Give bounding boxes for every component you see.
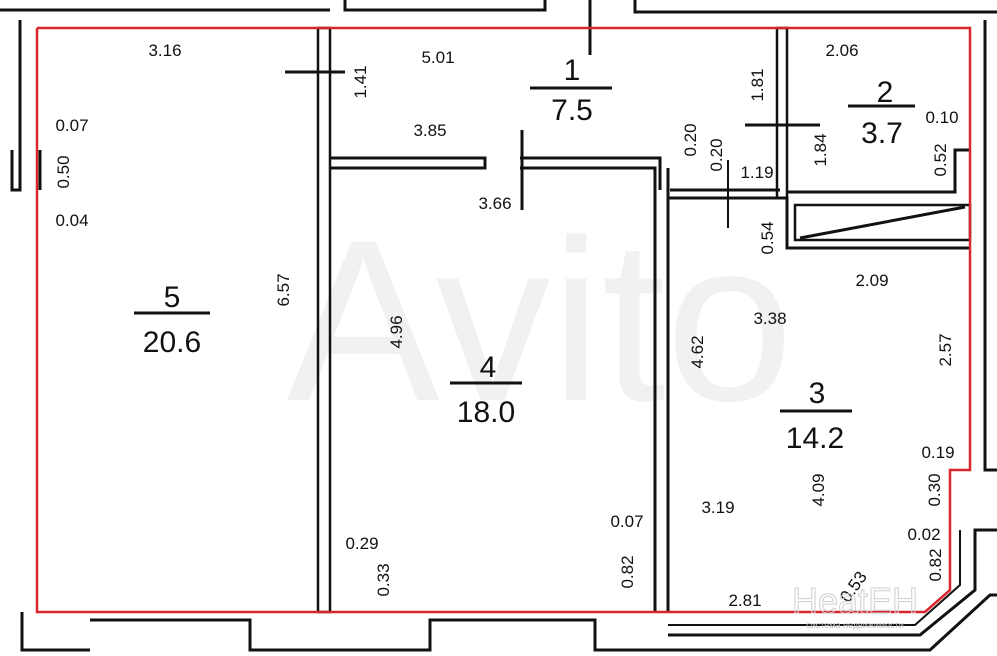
dimension: 0.20 [707, 138, 726, 171]
room-3: 3 14.2 [780, 377, 852, 455]
dimension: 0.82 [926, 548, 945, 581]
dimension-labels: 3.16 5.01 3.85 3.66 2.06 0.10 1.19 2.09 … [54, 41, 959, 610]
dimension: 2.57 [936, 333, 955, 366]
room-number: 2 [877, 76, 894, 109]
room-4: 4 18.0 [450, 351, 522, 429]
dimension: 4.09 [809, 473, 828, 506]
dimension: 0.02 [907, 525, 940, 544]
room-number: 5 [164, 281, 181, 314]
dimension: 0.50 [54, 155, 73, 188]
watermark-avito: Avito [286, 192, 793, 449]
dimension: 3.16 [148, 41, 181, 60]
room-area: 14.2 [786, 422, 844, 455]
dimension: 0.07 [55, 116, 88, 135]
room-area: 20.6 [143, 326, 201, 359]
dimension: 0.20 [681, 123, 700, 156]
room-5: 5 20.6 [134, 281, 210, 359]
dimension: 0.52 [931, 143, 950, 176]
room-number: 1 [564, 54, 581, 87]
room-area: 3.7 [861, 117, 903, 150]
room-number: 4 [480, 351, 497, 384]
dimension: 2.06 [825, 41, 858, 60]
dimension: 0.54 [758, 221, 777, 254]
room-area: 7.5 [551, 94, 593, 127]
dimension: 2.09 [855, 271, 888, 290]
dimension: 5.01 [421, 48, 454, 67]
room-1: 1 7.5 [530, 54, 612, 127]
room-2: 2 3.7 [848, 76, 915, 150]
dimension: 6.57 [274, 273, 293, 306]
watermark-brand: HeatEH [792, 580, 918, 621]
dimension: 1.81 [748, 68, 767, 101]
dimension: 2.81 [728, 591, 761, 610]
dimension: 1.84 [811, 133, 830, 166]
dimension: 1.19 [740, 163, 773, 182]
dimension: 1.41 [351, 65, 370, 98]
dimension: 0.33 [374, 563, 393, 596]
dimension: 0.29 [345, 534, 378, 553]
dimension: 0.07 [610, 512, 643, 531]
dimension: 0.04 [55, 211, 88, 230]
dimension: 0.19 [921, 443, 954, 462]
dimension: 3.85 [413, 121, 446, 140]
dimension: 3.19 [701, 498, 734, 517]
apartment-outline [35, 26, 972, 614]
dimension: 3.38 [753, 309, 786, 328]
room-area: 18.0 [457, 396, 515, 429]
dimension: 4.62 [688, 335, 707, 368]
dimension: 0.82 [618, 555, 637, 588]
dimension: 3.66 [478, 194, 511, 213]
dimension: 4.96 [387, 315, 406, 348]
watermark-brand-sub: система недвижимости [806, 620, 903, 630]
dimension: 0.10 [925, 108, 958, 127]
room-number: 3 [809, 377, 826, 410]
dimension: 0.30 [925, 473, 944, 506]
